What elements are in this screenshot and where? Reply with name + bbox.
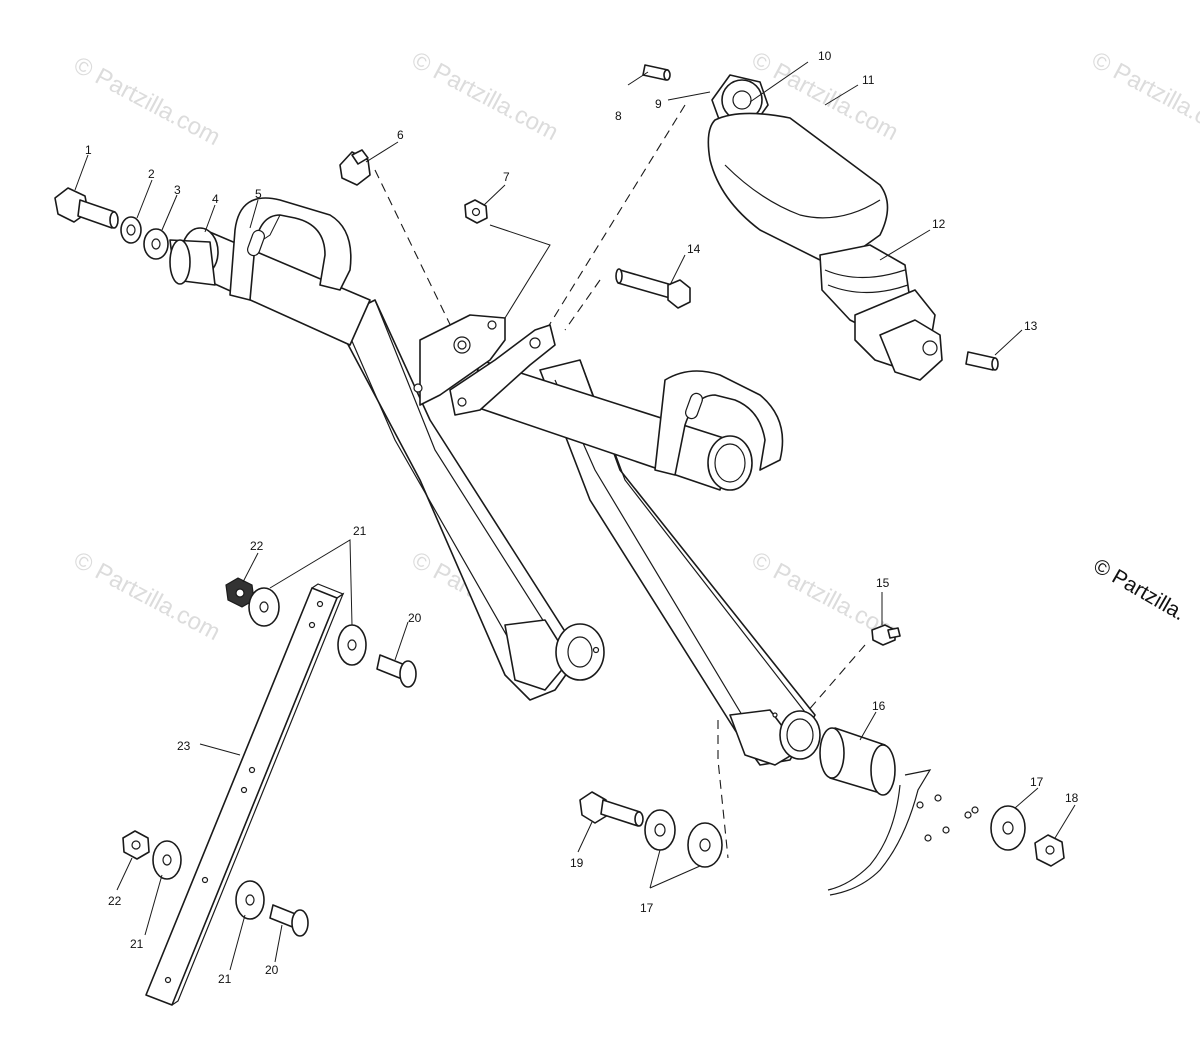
callout-8: 8: [615, 109, 622, 123]
callout-14: 14: [687, 242, 701, 256]
washer-17b: [687, 822, 723, 868]
bolt-1: [54, 187, 119, 229]
watermark-5: © Partzilla.com: [69, 546, 224, 646]
callout-18: 18: [1065, 791, 1079, 805]
callout-7: 7: [503, 170, 510, 184]
callout-10: 10: [818, 49, 832, 63]
pivot-plates: [413, 314, 556, 416]
callout-21a: 21: [353, 524, 367, 538]
callout-9: 9: [655, 97, 662, 111]
grease-fitting-6: [339, 149, 371, 186]
callout-15: 15: [876, 576, 890, 590]
rivet-20a: [376, 654, 417, 688]
callout-20a: 20: [408, 611, 422, 625]
callout-20b: 20: [265, 963, 279, 977]
watermark-4: © Partzilla.com: [1087, 46, 1200, 146]
nut-18: [1034, 834, 1065, 867]
callout-22a: 22: [250, 539, 264, 553]
washer-17a: [644, 809, 676, 851]
callout-labels: 1 2 3 4 5 6 7 8 9 10 11 12 13 14 15 16 1…: [85, 49, 1079, 986]
rivet-20b: [269, 904, 309, 937]
nut-7: [464, 199, 488, 224]
callout-21c: 21: [218, 972, 232, 986]
bolt-14: [615, 268, 691, 309]
callout-12: 12: [932, 217, 946, 231]
shock-absorber: [707, 74, 943, 381]
callout-16: 16: [872, 699, 886, 713]
callout-5: 5: [255, 187, 262, 201]
grease-fitting-15: [871, 624, 901, 646]
callout-1: 1: [85, 143, 92, 157]
callout-4: 4: [212, 192, 219, 206]
spacer-16: [819, 727, 896, 796]
callout-11: 11: [862, 73, 875, 87]
washer-17c: [990, 805, 1026, 851]
strap-23: [145, 583, 345, 1006]
callout-3: 3: [174, 183, 181, 197]
leader-lines: [74, 61, 1076, 971]
washer-21b: [337, 624, 367, 666]
callout-22b: 22: [108, 894, 122, 908]
washer-21d: [235, 880, 265, 920]
bolt-19: [579, 791, 644, 827]
watermark-2: © Partzilla.com: [407, 46, 562, 146]
watermark-corner: © Partzilla.: [1090, 554, 1190, 625]
callout-17a: 17: [640, 901, 654, 915]
shaft-brackets: [229, 197, 784, 476]
pin-8: [642, 64, 671, 81]
callout-23: 23: [177, 739, 191, 753]
callout-21b: 21: [130, 937, 144, 951]
callout-2: 2: [148, 167, 155, 181]
watermark-1: © Partzilla.com: [69, 51, 224, 151]
callout-19: 19: [570, 856, 584, 870]
pin-13: [965, 351, 999, 371]
washer-2: [120, 216, 142, 244]
slide-plate: [827, 769, 979, 896]
torque-arm-left: [334, 299, 605, 701]
assembly-lines: [374, 104, 866, 859]
callout-13: 13: [1024, 319, 1038, 333]
washer-21a: [248, 587, 280, 627]
callout-6: 6: [397, 128, 404, 142]
callout-17b: 17: [1030, 775, 1044, 789]
nut-22b: [122, 830, 150, 860]
washer-3: [143, 228, 169, 260]
washer-21c: [152, 840, 182, 880]
torque-arm-right: [539, 359, 821, 766]
